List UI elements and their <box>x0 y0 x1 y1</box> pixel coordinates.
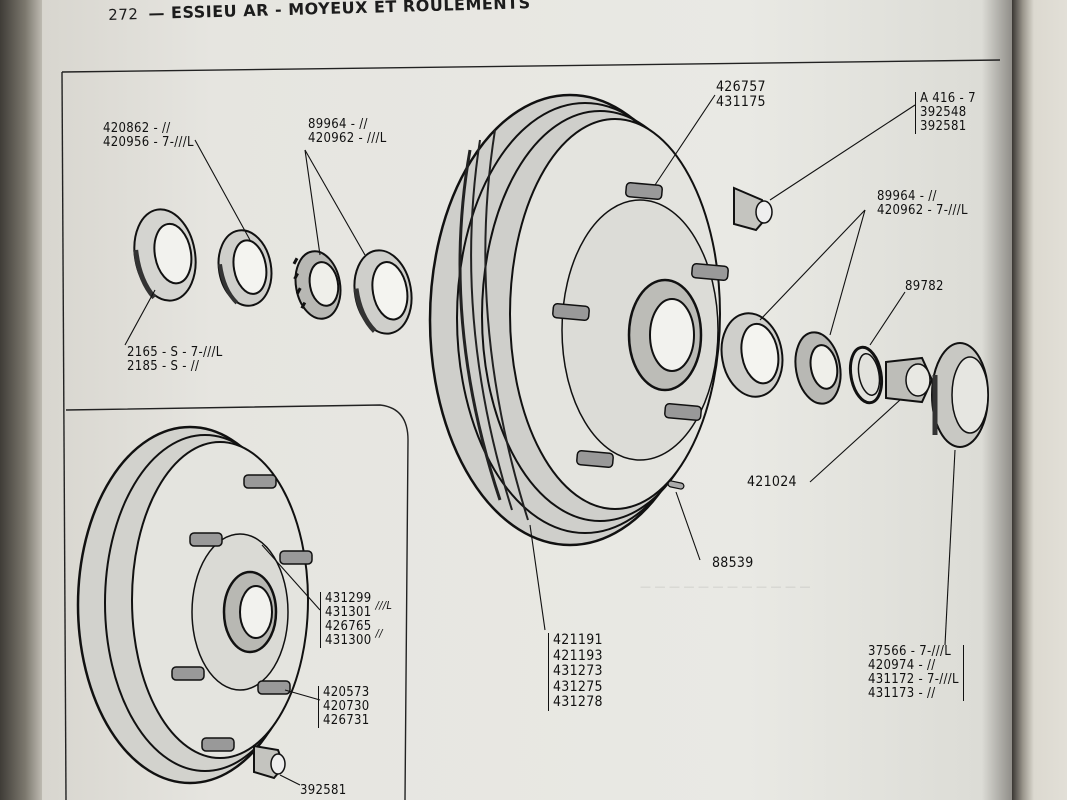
label-grease-nipple: A 416 - 7 392548 392581 <box>915 92 976 134</box>
label-line: 421193 <box>553 647 603 664</box>
label-seal-bottom: 2165 - S - 7-///L 2185 - S - // <box>127 346 223 374</box>
label-line: 426757 <box>716 79 766 95</box>
label-line: 2185 - S - // <box>127 359 200 374</box>
label-pin: 88539 <box>712 556 754 570</box>
washer-ring-icon <box>848 345 884 405</box>
label-line: 37566 - 7-///L <box>868 644 952 659</box>
label-bearing-top: 89964 - // 420962 - ///L <box>308 118 387 146</box>
roller-bearing-icon <box>292 250 342 320</box>
ghost-text: — — — — — — — — — — — — <box>640 580 811 593</box>
bracket-group-b: 426765 431300 <box>320 620 371 648</box>
label-nut: 421024 <box>747 475 797 489</box>
bearing-cup-2-icon <box>353 249 413 335</box>
label-drum: 421191 421193 431273 431275 431278 <box>548 632 603 711</box>
castle-nut-icon <box>885 356 934 404</box>
label-line: 88539 <box>712 555 754 571</box>
label-line: 392581 <box>920 119 967 134</box>
label-line: 392581 <box>300 783 347 798</box>
label-ring: 89782 <box>905 280 944 294</box>
label-line: 420974 - // <box>868 658 936 673</box>
book-spine-shadow <box>0 0 42 800</box>
cotter-pin-icon <box>667 480 685 490</box>
label-inset-nipple: 392581 <box>300 784 346 798</box>
label-inset-hub: 431299 431301 ///L 426765 431300 // <box>320 592 392 648</box>
label-line: 89964 - // <box>877 189 937 204</box>
brake-drum-icon <box>428 93 729 547</box>
label-line: 420956 - 7-///L <box>103 135 194 150</box>
label-inset-studs: 420573 420730 426731 <box>318 686 369 728</box>
label-line: 392548 <box>920 105 967 120</box>
label-line: 431301 <box>325 605 372 620</box>
outer-seal-icon <box>133 208 197 302</box>
inset-brake-drum-icon <box>76 425 313 785</box>
label-line: 420730 <box>323 699 370 714</box>
bearing-cup-icon <box>217 229 273 307</box>
label-line: 420962 - 7-///L <box>877 203 968 218</box>
label-line: 89782 <box>905 279 944 294</box>
label-suffix: ///L <box>375 599 393 612</box>
frame-top <box>61 59 1001 73</box>
label-line: 431299 <box>325 591 372 606</box>
label-stud: 426757 431175 <box>716 80 766 110</box>
label-line: A 416 - 7 <box>920 91 976 106</box>
leader-lines <box>124 94 956 786</box>
label-line: 421024 <box>747 474 797 490</box>
label-bearing-right: 89964 - // 420962 - 7-///L <box>877 190 968 218</box>
frame-left <box>61 71 67 800</box>
label-line: 431300 <box>325 633 372 648</box>
label-line: 431172 - 7-///L <box>868 672 959 687</box>
label-line: 421191 <box>553 632 603 648</box>
label-suffix: // <box>375 627 383 640</box>
label-line: 426731 <box>323 713 370 728</box>
inset-frame <box>65 404 409 800</box>
grease-nipple-icon <box>733 186 773 232</box>
label-line: 2165 - S - 7-///L <box>127 345 223 360</box>
facing-page-edge <box>1012 0 1067 800</box>
label-line: 431278 <box>553 694 603 710</box>
label-cap: 37566 - 7-///L 420974 - // 431172 - 7-//… <box>868 645 964 701</box>
label-line: 431175 <box>716 94 766 110</box>
label-line: 426765 <box>325 619 372 634</box>
label-line: 420573 <box>323 685 370 700</box>
label-line: 431273 <box>553 663 603 679</box>
label-line: 431275 <box>553 678 603 695</box>
label-seal-outer: 420862 - // 420956 - 7-///L <box>103 122 194 150</box>
label-line: 420862 - // <box>103 121 171 136</box>
roller-bearing-right-icon <box>794 331 842 405</box>
hub-cap-icon <box>931 342 989 448</box>
label-line: 431173 - // <box>868 686 936 701</box>
label-line: 89964 - // <box>308 117 368 132</box>
bracket-group-a: 431299 431301 <box>320 592 371 620</box>
label-line: 420962 - ///L <box>308 131 387 146</box>
bearing-cup-right-icon <box>720 312 784 398</box>
inset-nipple-icon <box>253 744 286 780</box>
